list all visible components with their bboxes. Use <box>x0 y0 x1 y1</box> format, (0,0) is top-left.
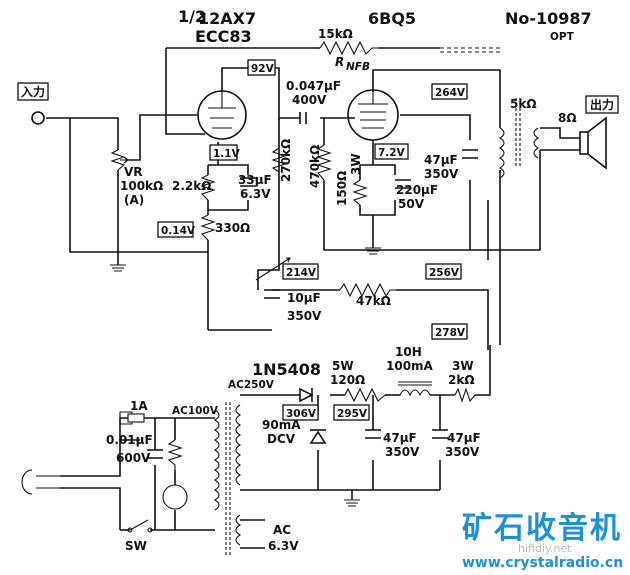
nfb-name: R <box>335 55 344 69</box>
v-v1-cathode: 1.1V <box>213 148 241 160</box>
line-components <box>21 411 188 533</box>
v-v2-cathode: 7.2V <box>378 147 406 159</box>
c-line-b: 600V <box>116 451 151 465</box>
watermark-title: 矿石收音机 <box>462 511 622 546</box>
choke-10h <box>398 381 432 397</box>
c-f1-a: 47μF <box>383 431 417 445</box>
r-sw2-b: 2kΩ <box>448 373 475 387</box>
v1-alt: ECC83 <box>195 27 252 46</box>
c-b3-a: 10μF <box>287 291 321 305</box>
r-plate1: 270kΩ <box>279 139 293 182</box>
r-sw1-b: 120Ω <box>330 373 365 387</box>
watermark: 矿石收音机 www.crystalradio.cn hifidiy.net <box>462 511 623 571</box>
power-transformer <box>213 402 242 555</box>
v-v2-plate: 264V <box>435 87 466 99</box>
sw-label: SW <box>125 539 147 553</box>
c-b2-a: 47μF <box>424 153 458 167</box>
input-label: 入力 <box>21 84 45 99</box>
opt-labels: No-10987 OPT 5kΩ 8Ω <box>505 9 592 125</box>
output-transformer <box>498 98 540 179</box>
ac100-label: AC100V <box>172 405 219 417</box>
r-cathode2-a: 150Ω <box>335 171 349 206</box>
opt-model: No-10987 <box>505 9 592 28</box>
nfb-dashed-line <box>440 47 500 53</box>
tube-v2-6bq5 <box>347 89 399 141</box>
v2-name: 6BQ5 <box>368 9 416 28</box>
r-dec: 47kΩ <box>356 294 391 308</box>
vr-value: 100kΩ <box>120 179 163 193</box>
output-label: 出力 <box>590 97 614 112</box>
vr-name: VR <box>124 165 143 179</box>
r-grid2: 470kΩ <box>308 145 322 188</box>
c-line-a: 0.01μF <box>106 433 153 447</box>
resistors <box>110 40 476 470</box>
v-v1-plate: 92V <box>251 63 275 75</box>
r-cathode1: 2.2kΩ <box>172 179 211 193</box>
fuse-label: 1A <box>130 399 148 413</box>
v-filter1: 295V <box>337 408 368 420</box>
c-b2-b: 350V <box>424 167 459 181</box>
current-a: 90mA <box>262 418 301 432</box>
diode-label: 1N5408 <box>252 360 321 379</box>
c-cathode1-b: 6.3V <box>240 187 271 201</box>
c-f1-b: 350V <box>385 445 420 459</box>
c-cathode1-a: 33μF <box>238 173 272 187</box>
v-b1: 278V <box>435 327 466 339</box>
v1-name: 12AX7 <box>198 9 256 28</box>
current-b: DCV <box>267 432 296 446</box>
tube-v1-12ax7 <box>197 90 247 140</box>
r-sw2-a: 3W <box>452 359 474 373</box>
nfb-sub: NFB <box>346 61 370 73</box>
diodes <box>299 387 327 444</box>
v-v1-cathode2: 0.14V <box>161 225 196 237</box>
c-cathode2-a: 220μF <box>396 183 438 197</box>
v-b2: 256V <box>429 267 460 279</box>
vr-taper: (A) <box>124 193 144 207</box>
heater-a: AC <box>273 523 291 537</box>
c-f2-a: 47μF <box>447 431 481 445</box>
v1-fraction: 1/2 <box>178 7 206 26</box>
input-jack-icon <box>31 111 45 125</box>
c-cathode2-b: 50V <box>398 197 425 211</box>
voltage-labels: 92V 1.1V 0.14V 264V 7.2V 214V 256V 278V … <box>157 59 468 421</box>
capacitors <box>147 112 478 459</box>
choke-a: 10H <box>395 345 422 359</box>
r-cathode1b: 330Ω <box>215 221 250 235</box>
c-coupling-a: 0.047μF <box>286 79 341 93</box>
tube-labels: 1/2 12AX7 ECC83 6BQ5 <box>178 7 416 46</box>
c-f2-b: 350V <box>445 445 480 459</box>
ac250-label: AC250V <box>228 379 275 391</box>
opt-type: OPT <box>550 31 575 43</box>
wiring <box>46 47 580 549</box>
nfb-resistor: 15kΩ <box>318 27 353 41</box>
opt-primary: 5kΩ <box>510 97 537 111</box>
nfb-labels: 15kΩ R NFB <box>318 27 370 73</box>
r-cathode2-b: 3W <box>349 153 363 175</box>
choke-b: 100mA <box>386 359 434 373</box>
r-sw1-a: 5W <box>332 359 354 373</box>
watermark-faint: hifidiy.net <box>518 542 572 555</box>
ground-symbols <box>110 247 381 507</box>
v-rect-out: 306V <box>286 408 317 420</box>
c-coupling-b: 400V <box>292 93 327 107</box>
component-labels: VR 100kΩ (A) 2.2kΩ 33μF 6.3V 330Ω 0.047μ… <box>106 79 481 553</box>
speaker-icon <box>579 116 607 170</box>
v-b3: 214V <box>286 267 317 279</box>
heater-b: 6.3V <box>268 539 299 553</box>
opt-secondary: 8Ω <box>558 111 577 125</box>
io-labels: 入力 出力 <box>17 82 619 114</box>
c-b3-b: 350V <box>287 309 322 323</box>
watermark-url: www.crystalradio.cn <box>462 555 623 571</box>
